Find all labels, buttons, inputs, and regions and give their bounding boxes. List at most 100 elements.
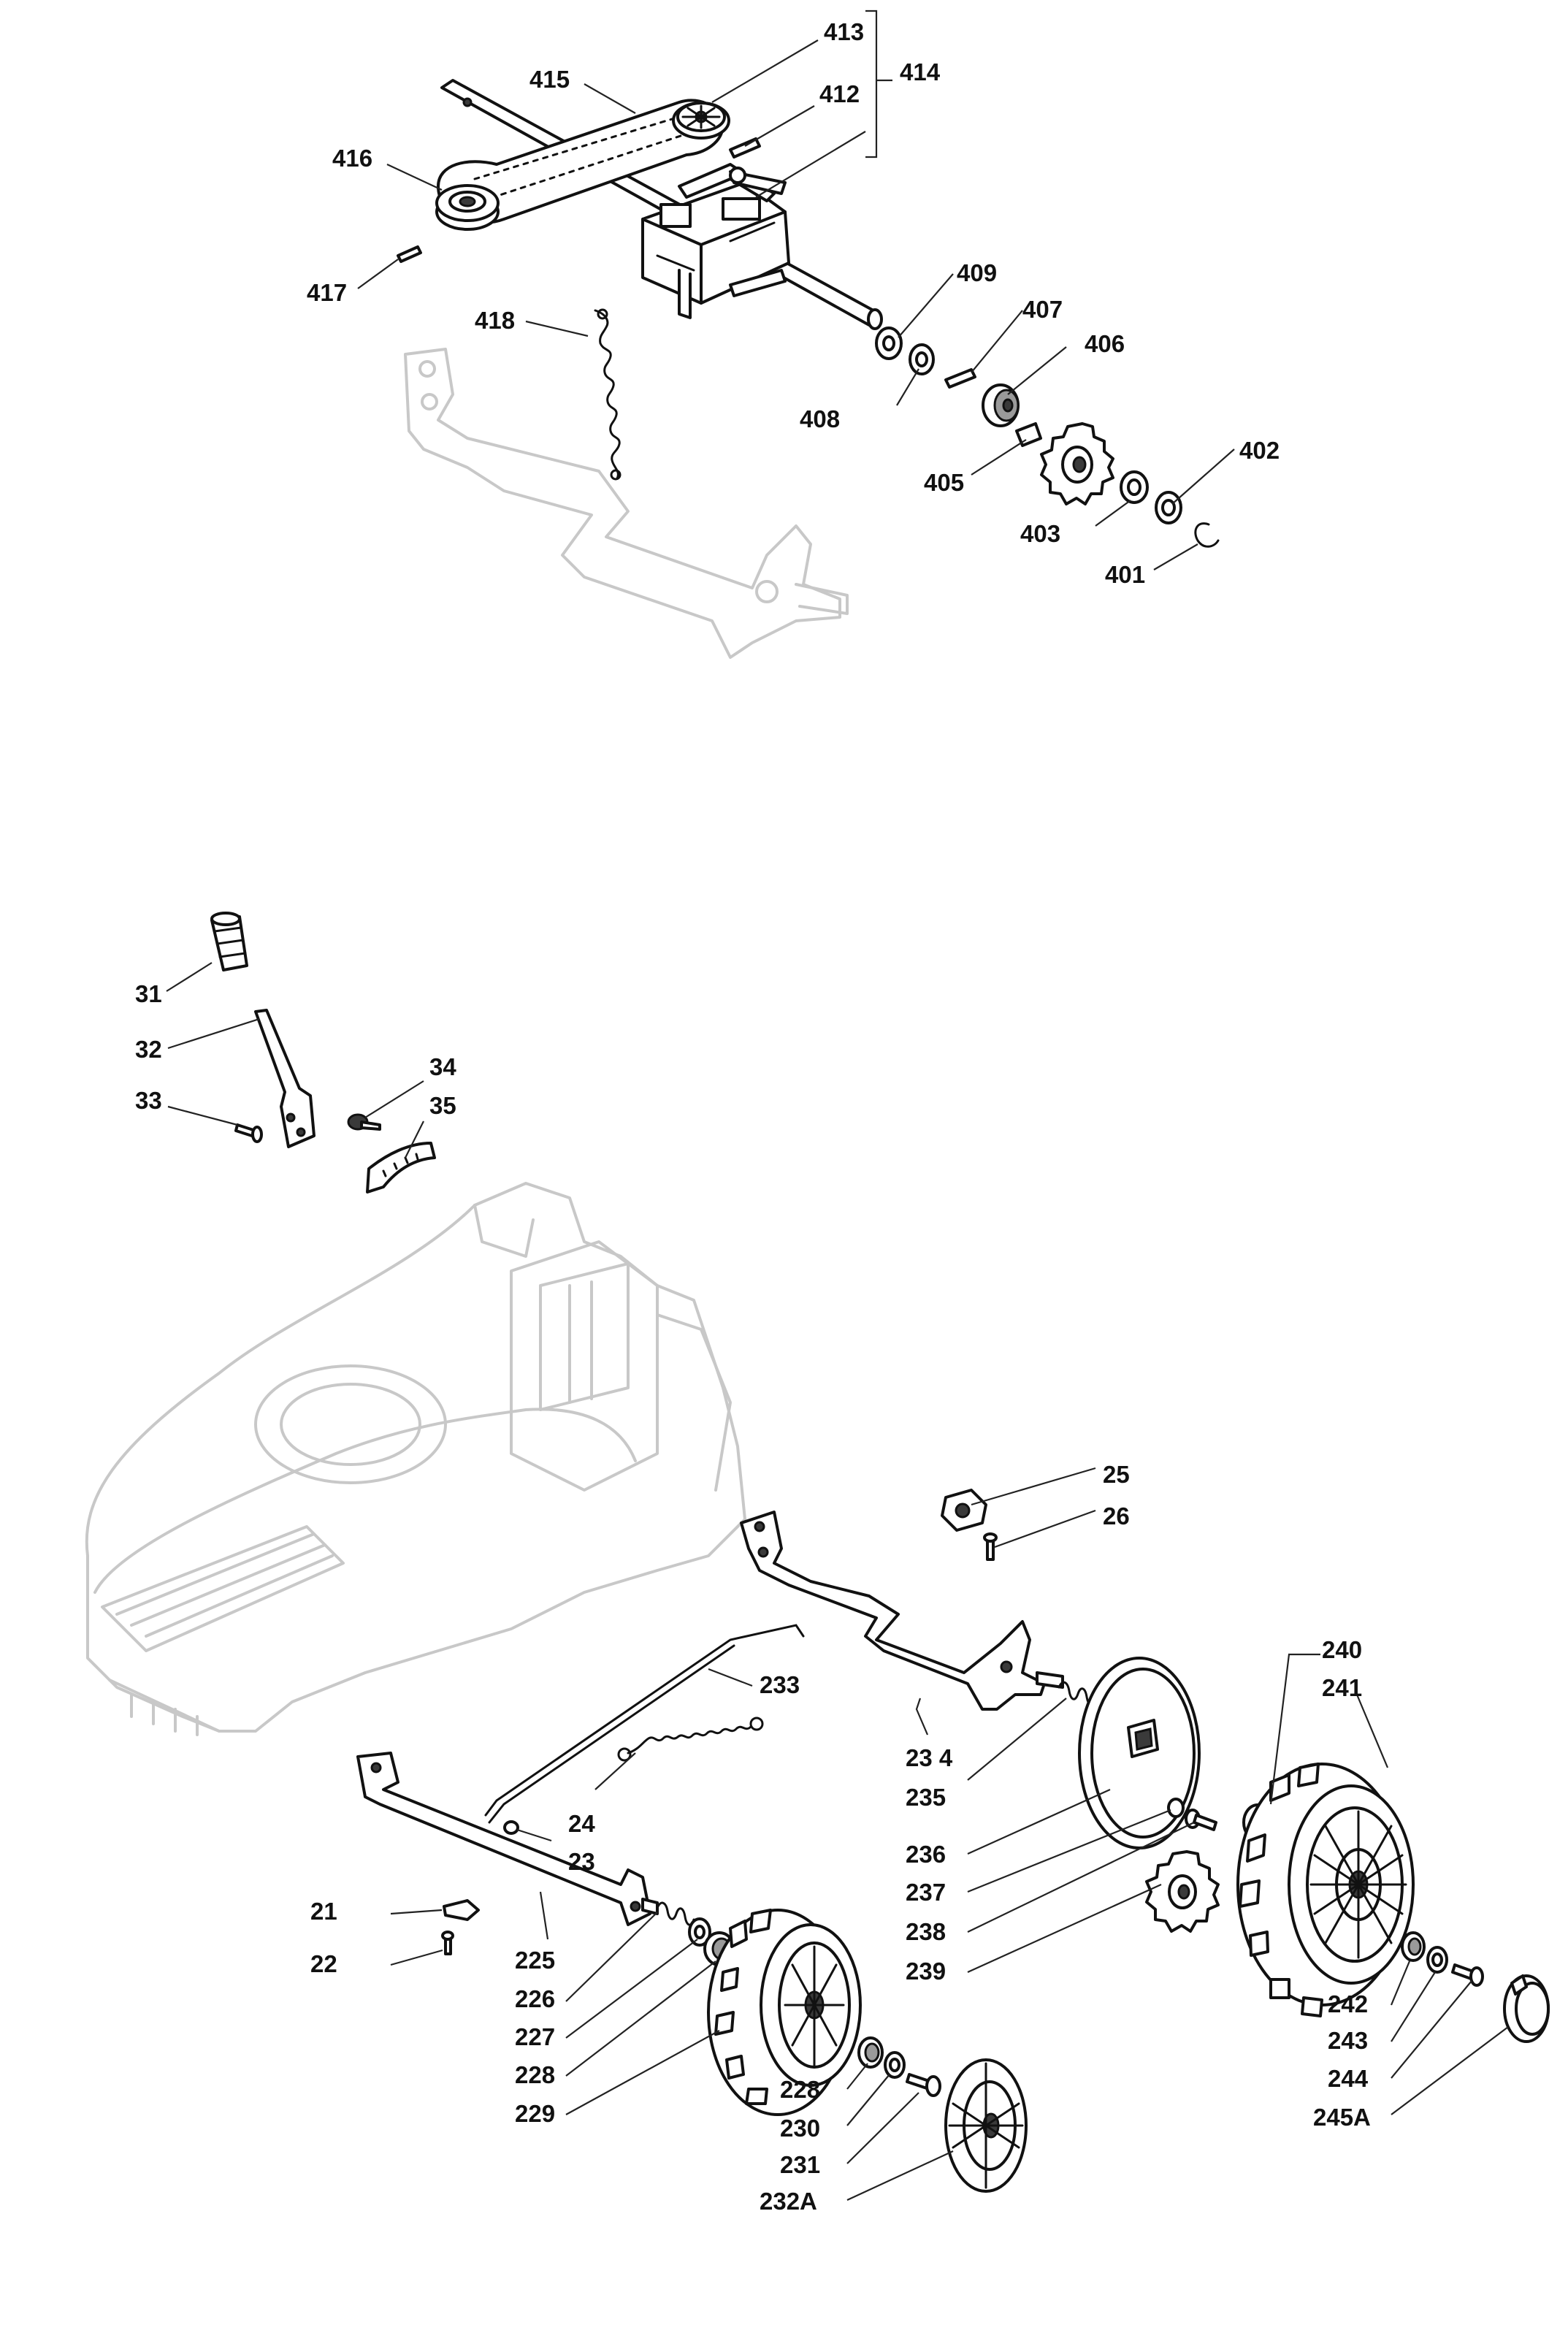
callout-412: 412 bbox=[819, 80, 860, 107]
callout-labels: 413 415 414 412 416 417 418 409 407 406 … bbox=[135, 18, 1371, 2215]
callout-405: 405 bbox=[924, 469, 964, 496]
bolt-238 bbox=[1185, 1809, 1217, 1831]
handle-leader-lines bbox=[166, 962, 424, 1158]
callout-408: 408 bbox=[800, 405, 840, 432]
callout-407: 407 bbox=[1022, 296, 1063, 323]
rear-hubcap bbox=[1503, 1974, 1550, 2043]
callout-228-a: 228 bbox=[515, 2061, 555, 2088]
front-axle bbox=[356, 1752, 659, 1926]
callout-415: 415 bbox=[529, 66, 570, 93]
lever-grip bbox=[210, 912, 248, 971]
tension-spring bbox=[594, 308, 622, 481]
callout-24: 24 bbox=[568, 1810, 595, 1837]
drive-pulley bbox=[672, 102, 730, 140]
ghost-height-adjust-bar bbox=[404, 348, 849, 659]
callout-409: 409 bbox=[957, 259, 997, 286]
callout-402: 402 bbox=[1239, 437, 1280, 464]
callout-227: 227 bbox=[515, 2023, 555, 2050]
callout-240: 240 bbox=[1322, 1636, 1362, 1663]
washer-409 bbox=[875, 327, 903, 360]
gearbox bbox=[641, 163, 790, 319]
washer-402 bbox=[1155, 491, 1182, 524]
callout-242: 242 bbox=[1328, 1990, 1368, 2017]
callout-243: 243 bbox=[1328, 2027, 1368, 2054]
callout-403: 403 bbox=[1020, 520, 1060, 547]
callout-225: 225 bbox=[515, 1947, 555, 1974]
bolt-231 bbox=[906, 2073, 941, 2097]
bushing-228-outer bbox=[857, 2036, 884, 2069]
callout-31: 31 bbox=[135, 980, 162, 1007]
washer-227 bbox=[688, 1917, 711, 1947]
callout-417: 417 bbox=[307, 279, 347, 306]
ghost-mower-deck bbox=[85, 1182, 746, 1736]
callout-413: 413 bbox=[824, 18, 864, 45]
lever-screw bbox=[234, 1123, 263, 1143]
callout-35: 35 bbox=[429, 1092, 456, 1119]
callout-406: 406 bbox=[1085, 330, 1125, 357]
callout-25: 25 bbox=[1103, 1461, 1130, 1488]
callout-239: 239 bbox=[906, 1958, 946, 1985]
washer-403 bbox=[1120, 470, 1149, 504]
callout-230: 230 bbox=[780, 2115, 820, 2142]
pin-407 bbox=[944, 368, 976, 389]
top-leader-lines bbox=[357, 39, 1235, 570]
pin-417 bbox=[397, 245, 422, 263]
callout-233: 233 bbox=[760, 1671, 800, 1698]
callout-238: 238 bbox=[906, 1918, 946, 1945]
callout-236: 236 bbox=[906, 1841, 946, 1868]
connecting-rod bbox=[484, 1624, 805, 1824]
washer-237 bbox=[1167, 1798, 1185, 1818]
callout-23: 23 bbox=[568, 1848, 595, 1875]
callout-401: 401 bbox=[1105, 561, 1145, 588]
callout-229: 229 bbox=[515, 2100, 555, 2127]
callout-231: 231 bbox=[780, 2151, 820, 2178]
callout-414: 414 bbox=[900, 58, 941, 85]
rod-spring bbox=[617, 1717, 764, 1762]
bushing-406 bbox=[982, 383, 1020, 427]
washer-243 bbox=[1426, 1946, 1448, 1974]
callout-234: 23 4 bbox=[906, 1744, 953, 1771]
callout-232a: 232A bbox=[760, 2188, 817, 2215]
callout-22: 22 bbox=[310, 1950, 337, 1977]
callout-245a: 245A bbox=[1313, 2104, 1371, 2131]
callout-26: 26 bbox=[1103, 1502, 1130, 1530]
callout-235: 235 bbox=[906, 1784, 946, 1811]
callout-228-b: 228 bbox=[780, 2076, 820, 2103]
small-nut-23 bbox=[503, 1820, 519, 1835]
engine-pulley bbox=[435, 184, 500, 231]
callout-416: 416 bbox=[332, 145, 372, 172]
wheel-assembly-group bbox=[356, 1467, 1550, 2201]
callout-32: 32 bbox=[135, 1036, 162, 1063]
cable-guide-21 bbox=[443, 1899, 480, 1921]
axle-spring bbox=[656, 1901, 695, 1926]
callout-21: 21 bbox=[310, 1898, 337, 1925]
front-hubcap bbox=[944, 2058, 1028, 2193]
bolt-244 bbox=[1451, 1963, 1484, 1987]
rear-wheel bbox=[1236, 1763, 1415, 2017]
callout-241: 241 bbox=[1322, 1674, 1362, 1701]
cable-clip bbox=[941, 1489, 987, 1532]
washer-408 bbox=[909, 343, 935, 375]
wheel-leader-lines bbox=[390, 1467, 1509, 2201]
callout-226: 226 bbox=[515, 1985, 555, 2012]
height-lever-group bbox=[166, 912, 436, 1194]
washer-230 bbox=[884, 2051, 906, 2079]
front-wheel bbox=[707, 1909, 862, 2116]
callout-237: 237 bbox=[906, 1879, 946, 1906]
callout-418: 418 bbox=[475, 307, 515, 334]
drive-assembly-group bbox=[357, 9, 1235, 659]
callout-33: 33 bbox=[135, 1087, 162, 1114]
callout-34: 34 bbox=[429, 1053, 456, 1080]
rear-pinion-gear bbox=[1145, 1850, 1220, 1933]
screw-22 bbox=[441, 1931, 454, 1955]
height-sector bbox=[366, 1142, 436, 1194]
drive-pinion-gear bbox=[1040, 422, 1114, 505]
key-405 bbox=[1015, 422, 1042, 447]
sector-screw bbox=[347, 1113, 381, 1131]
circlip-401 bbox=[1194, 522, 1220, 548]
callout-244: 244 bbox=[1328, 2065, 1369, 2092]
bracket-414 bbox=[865, 9, 892, 159]
pin-412 bbox=[729, 137, 761, 159]
clip-screw bbox=[983, 1532, 998, 1561]
